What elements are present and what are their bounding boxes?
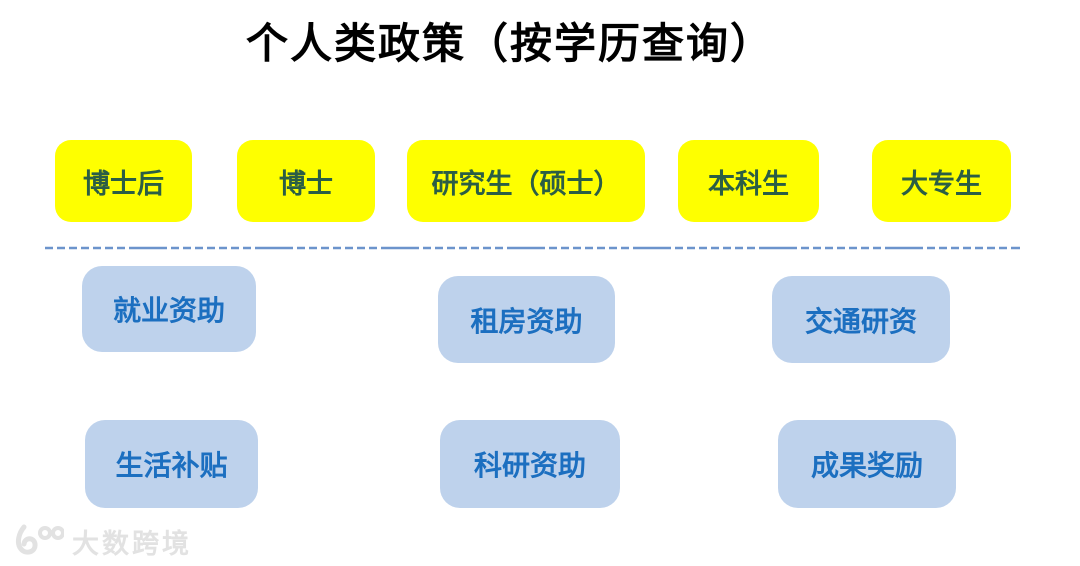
education-box-bachelor: 本科生 <box>678 140 819 222</box>
watermark: 大数跨境 <box>12 522 192 560</box>
policy-box-achievement-award: 成果奖励 <box>778 420 956 508</box>
education-box-phd: 博士 <box>237 140 375 222</box>
brand-name: 大数跨境 <box>72 528 192 559</box>
education-box-master: 研究生（硕士） <box>407 140 645 222</box>
policy-box-housing-subsidy: 租房资助 <box>438 276 615 363</box>
policy-box-employment-subsidy: 就业资助 <box>82 266 256 352</box>
education-box-college: 大专生 <box>872 140 1011 222</box>
brand-100-swirl-logo-icon <box>15 524 64 555</box>
education-box-postdoc: 博士后 <box>55 140 192 222</box>
dashed-divider-line <box>45 246 1020 250</box>
policy-box-transport-subsidy: 交通研资 <box>772 276 950 363</box>
policy-box-research-funding: 科研资助 <box>440 420 620 508</box>
page-title: 个人类政策（按学历查询） <box>245 22 774 68</box>
policy-box-living-allowance: 生活补贴 <box>85 420 258 508</box>
